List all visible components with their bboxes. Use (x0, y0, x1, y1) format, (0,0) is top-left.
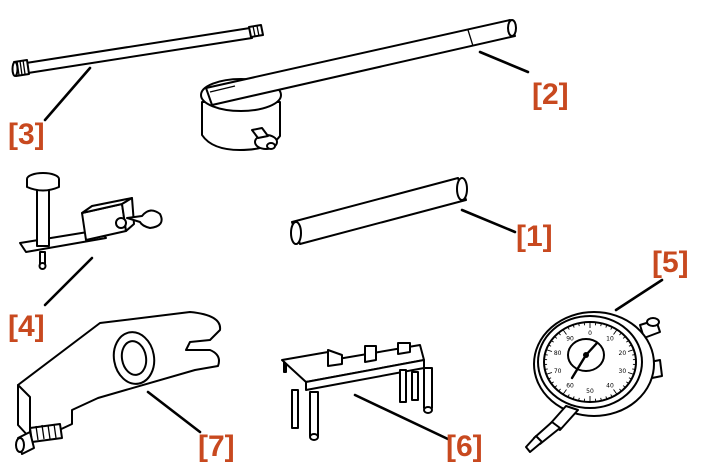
dial-tick (548, 377, 552, 380)
dial-tick (550, 340, 554, 343)
dial-number: 60 (566, 382, 574, 389)
dial-number: 20 (619, 350, 627, 357)
dial-tick (544, 354, 548, 356)
label-2: [2] (532, 78, 569, 111)
leader-line-3 (43, 66, 92, 122)
dial-tick (544, 368, 548, 370)
dial-tick (605, 324, 608, 328)
tool-locking-plate (15, 311, 222, 455)
dial-tick (627, 349, 634, 352)
dial-tick (550, 381, 554, 384)
label-4: [4] (8, 310, 45, 343)
dial-tick (626, 340, 630, 343)
dial-tick (613, 329, 618, 335)
tool-pin (290, 177, 468, 245)
leader-line-1 (460, 208, 517, 234)
dial-tick (562, 329, 567, 335)
dial-tick (628, 344, 632, 347)
dial-tick (619, 388, 622, 392)
dial-tick (578, 323, 580, 327)
dial-tick (567, 326, 570, 330)
dial-number: 90 (566, 336, 574, 343)
dial-tick (627, 372, 634, 375)
label-1: [1] (516, 220, 553, 253)
dial-number: 50 (586, 388, 594, 395)
dial-number: 40 (606, 382, 614, 389)
tool-clamp-lever (200, 19, 517, 151)
dial-tick (613, 389, 618, 395)
leader-line-6 (353, 393, 452, 442)
tool-threaded-rod (11, 24, 264, 77)
tool-gauge-holder (19, 172, 163, 270)
dial-tick (554, 336, 558, 339)
leader-line-4 (43, 256, 94, 307)
dial-tick (572, 396, 575, 400)
dial-tick (622, 336, 626, 339)
dial-tick (626, 381, 630, 384)
dial-tick (572, 324, 575, 328)
dial-tick (628, 377, 632, 380)
leader-line-7 (146, 390, 202, 434)
dial-tick (600, 323, 602, 327)
dial-number: 30 (619, 368, 627, 375)
dial-tick (558, 332, 561, 336)
dial-tick (567, 394, 570, 398)
tool-dial-indicator: 0 10 20 30 40 50 60 70 80 90 (525, 311, 663, 453)
dial-tick (610, 394, 613, 398)
dial-number: 0 (588, 330, 592, 337)
dial-ticks (544, 322, 636, 402)
dial-tick (562, 389, 567, 395)
leader-line-2 (478, 50, 530, 74)
dial-tick (578, 397, 580, 401)
dial-tick (619, 332, 622, 336)
dial-tick (605, 396, 608, 400)
dial-tick (558, 388, 561, 392)
dial-tick (554, 385, 558, 388)
dial-tick (548, 344, 552, 347)
label-7: [7] (198, 430, 235, 463)
dial-number: 10 (606, 336, 614, 343)
label-6: [6] (446, 430, 483, 463)
dial-tick (600, 397, 602, 401)
dial-tick (632, 354, 636, 356)
dial-tick (632, 368, 636, 370)
dial-tick (622, 385, 626, 388)
dial-tick (546, 349, 553, 352)
dial-tick (610, 326, 613, 330)
leader-line-5 (614, 278, 664, 312)
dial-number: 80 (554, 350, 562, 357)
dial-tick (546, 372, 553, 375)
dial-numbers: 0 10 20 30 40 50 60 70 80 90 (554, 330, 626, 395)
label-5: [5] (652, 246, 689, 279)
tool-bracket (281, 342, 433, 441)
label-3: [3] (8, 118, 45, 151)
dial-number: 70 (554, 368, 562, 375)
